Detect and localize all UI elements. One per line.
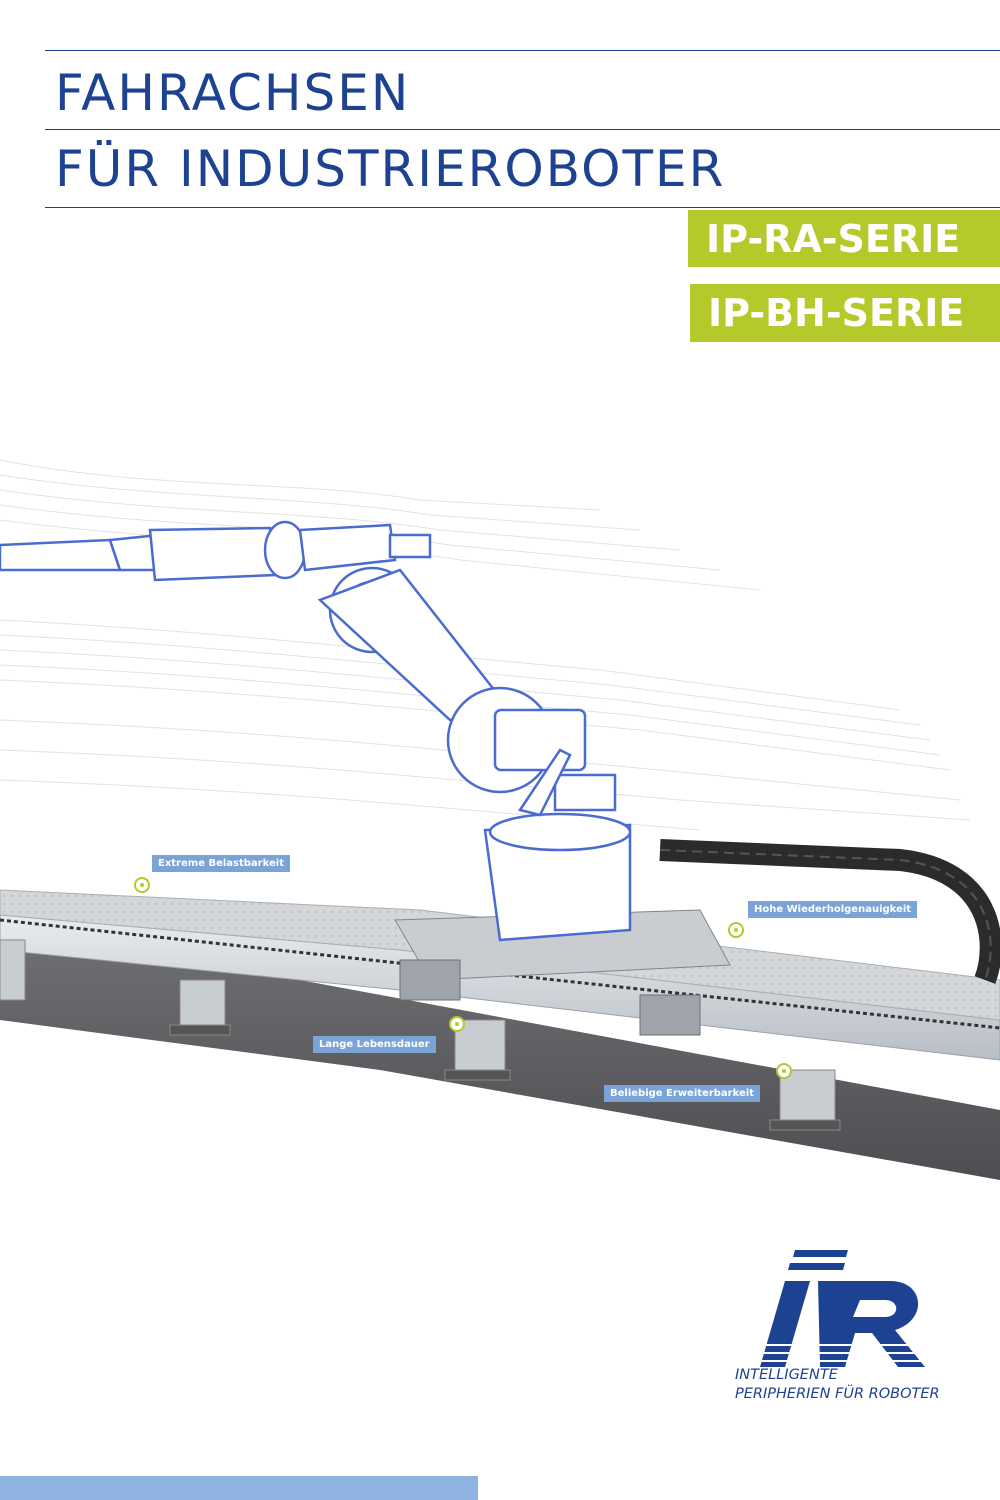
track-feet: [0, 939, 841, 1131]
series-badge-bh: IP-BH-SERIE: [690, 284, 1000, 342]
middle-rule: [45, 129, 1000, 130]
top-rule: [45, 50, 1000, 51]
bottom-accent-bar: [0, 1476, 478, 1500]
ipr-logo-icon: [760, 1250, 960, 1367]
callout-beliebige-erweiterbarkeit: Beliebige Erweiterbarkeit: [604, 1085, 760, 1102]
bottom-rule: [45, 207, 1000, 208]
callout-hohe-wiederholgenauigkeit: Hohe Wiederholgenauigkeit: [748, 901, 918, 918]
series-badge-ra: IP-RA-SERIE: [688, 210, 1000, 267]
callout-marker-beliebige-erweiterbarkeit[interactable]: [776, 1063, 792, 1079]
floor: [0, 1030, 1000, 1220]
logo-tagline-line1: INTELLIGENTE: [735, 1367, 838, 1383]
robot-track-illustration: [0, 459, 1000, 1220]
callout-marker-lange-lebensdauer[interactable]: [449, 1016, 465, 1032]
callout-extreme-belastbarkeit: Extreme Belastbarkeit: [152, 855, 290, 872]
page-title-line2: FÜR INDUSTRIEROBOTER: [55, 140, 726, 198]
callout-marker-extreme-belastbarkeit[interactable]: [134, 877, 150, 893]
callout-lange-lebensdauer: Lange Lebensdauer: [313, 1036, 436, 1053]
callout-marker-hohe-wiederholgenauigkeit[interactable]: [728, 922, 744, 938]
logo-tagline-line2: PERIPHERIEN FÜR ROBOTER: [735, 1386, 940, 1402]
page-title-line1: FAHRACHSEN: [55, 64, 411, 122]
robot-arm-outline: [0, 520, 632, 942]
